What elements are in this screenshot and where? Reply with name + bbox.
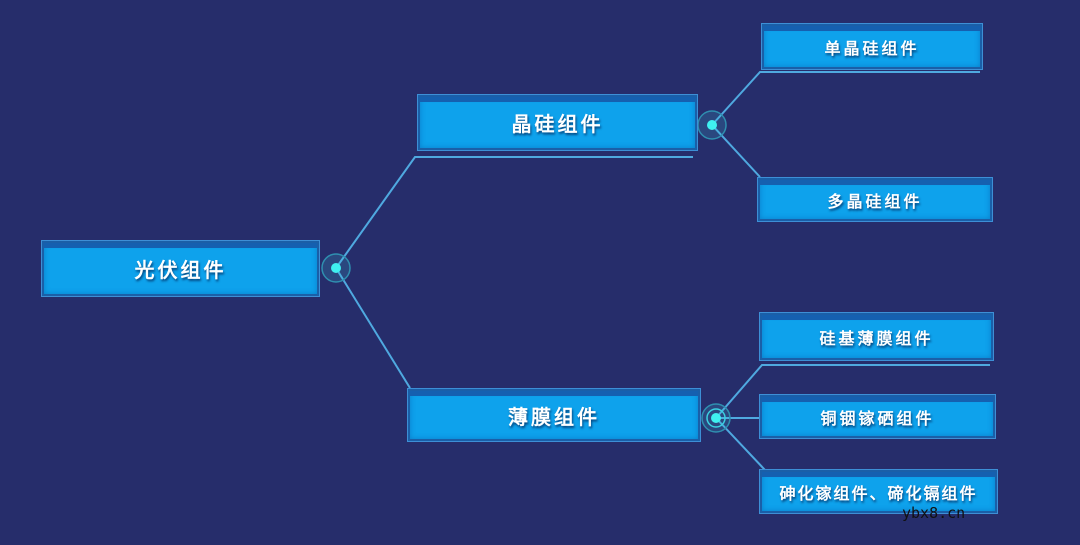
cigs-label: 铜铟镓硒组件 xyxy=(820,408,935,428)
poly-label: 多晶硅组件 xyxy=(827,191,923,211)
node-crystalline xyxy=(697,110,727,140)
si-thinfilm-label: 硅基薄膜组件 xyxy=(819,328,934,348)
root-box: 光伏组件 xyxy=(42,241,319,296)
crystalline-box: 晶硅组件 xyxy=(418,95,697,150)
link-crystalline-mono xyxy=(711,71,980,126)
thinfilm-label: 薄膜组件 xyxy=(508,404,600,429)
poly-box: 多晶硅组件 xyxy=(758,178,992,221)
thinfilm-box: 薄膜组件 xyxy=(408,389,700,441)
link-thinfilm-gaas xyxy=(715,417,766,471)
link-crystalline-poly xyxy=(711,124,761,178)
mono-label: 单晶硅组件 xyxy=(824,38,920,58)
watermark: ybx8.cn xyxy=(902,504,966,522)
root-label: 光伏组件 xyxy=(134,258,227,282)
mono-box: 单晶硅组件 xyxy=(762,24,982,69)
link-root-thinfilm xyxy=(335,267,411,389)
cigs-box: 铜铟镓硒组件 xyxy=(760,395,995,438)
node-thinfilm xyxy=(701,403,731,433)
gaas-cdte-label: 砷化镓组件、碲化镉组件 xyxy=(779,483,978,503)
link-root-crystalline xyxy=(335,156,693,269)
crystalline-label: 晶硅组件 xyxy=(511,112,604,136)
gaas-cdte-box: 砷化镓组件、碲化镉组件 xyxy=(760,470,997,513)
si-thinfilm-box: 硅基薄膜组件 xyxy=(760,313,993,360)
link-thinfilm-si xyxy=(715,364,990,419)
node-root xyxy=(321,253,351,283)
